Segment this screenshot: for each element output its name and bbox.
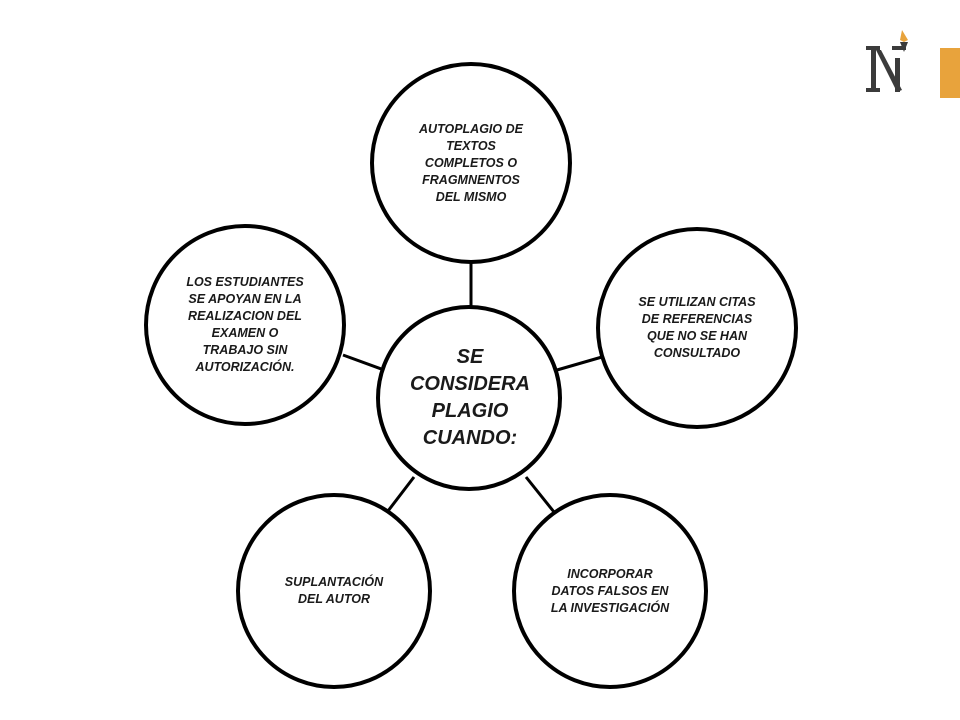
node-right-label: SE UTILIZAN CITAS DE REFERENCIAS QUE NO … [638,295,756,360]
connector-bottom-right [524,476,556,513]
center-label: SE CONSIDERA PLAGIO CUANDO: [409,346,530,449]
node-top-label: AUTOPLAGIO DE TEXTOS COMPLETOS O FRAGMNE… [419,121,523,204]
node-left-label: LOS ESTUDIANTES SE APOYAN EN LA REALIZAC… [186,275,304,374]
connector-left [342,353,385,372]
connector-bottom-left [386,476,416,512]
node-bottom-right-label: INCORPORAR DATOS FALSOS EN LA INVESTIGAC… [550,566,670,615]
node-circle-right [596,227,798,429]
node-circle-bottom-right [512,493,708,689]
node-circle-left [144,224,346,426]
node-circle-top [370,62,572,264]
center-circle [376,305,562,491]
n-letter-logo-icon [866,30,960,98]
node-bottom-left-label: SUPLANTACIÓN DEL AUTOR [284,575,384,606]
connector-right [556,355,603,372]
node-circle-bottom-left [236,493,432,689]
